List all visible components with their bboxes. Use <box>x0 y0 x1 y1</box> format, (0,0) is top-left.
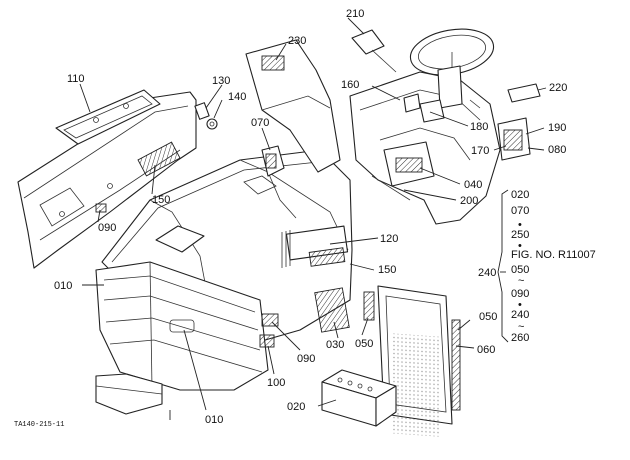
callout-020: 020 <box>287 401 305 413</box>
callout-060: 060 <box>477 344 495 356</box>
reference-item: FIG. NO. R11007 <box>511 249 596 261</box>
callout-150-side: 150 <box>152 194 170 206</box>
callout-080: 080 <box>548 144 566 156</box>
callout-100: 100 <box>267 377 285 389</box>
callout-labels: 110 130 140 150 090 070 230 210 160 220 … <box>54 8 567 426</box>
callout-090-side: 090 <box>98 222 116 234</box>
reference-item: 250 <box>511 229 529 241</box>
callout-070: 070 <box>251 117 269 129</box>
reference-bracket <box>497 189 509 343</box>
rear-cover <box>245 39 341 173</box>
callout-180: 180 <box>470 121 488 133</box>
reference-item: 240 <box>511 309 529 321</box>
bracket-180 <box>419 99 445 123</box>
leader-lines <box>79 17 547 420</box>
callout-010-bottom: 010 <box>205 414 223 426</box>
callout-110: 110 <box>67 73 85 85</box>
panel-gasket <box>55 89 161 145</box>
callout-220: 220 <box>549 82 567 94</box>
callout-090-front: 090 <box>297 353 315 365</box>
small-plate-050 <box>363 291 375 321</box>
throttle-knob <box>351 29 397 73</box>
callout-130: 130 <box>212 75 230 87</box>
reference-item: 050 <box>511 264 529 276</box>
reference-item: 090 <box>511 288 529 300</box>
reference-item: 070 <box>511 205 529 217</box>
callout-190: 190 <box>548 122 566 134</box>
bracket-100 <box>259 334 275 348</box>
reference-item: • <box>518 219 522 231</box>
reference-item: 260 <box>511 332 529 344</box>
front-grille <box>95 261 269 415</box>
callout-230: 230 <box>288 35 306 47</box>
callout-010-left: 010 <box>54 280 72 292</box>
dash-housing <box>349 71 501 225</box>
side-panel-clip <box>95 203 107 213</box>
bolt-washer <box>194 102 218 130</box>
battery <box>321 369 397 427</box>
callout-150-front: 150 <box>378 264 396 276</box>
steering-wheel <box>409 28 495 109</box>
drawing-code: TA140-215-11 <box>14 421 64 429</box>
bracket-090 <box>261 313 279 327</box>
reference-item: 020 <box>511 189 529 201</box>
reference-item: • <box>518 299 522 311</box>
callout-120: 120 <box>380 233 398 245</box>
reference-item: • <box>518 240 522 252</box>
callout-040: 040 <box>464 179 482 191</box>
reference-item: ~ <box>518 275 524 287</box>
callout-050-right: 050 <box>479 311 497 323</box>
callout-210: 210 <box>346 8 364 20</box>
lever-220 <box>507 83 541 103</box>
callout-030: 030 <box>326 339 344 351</box>
callout-050-front: 050 <box>355 338 373 350</box>
callout-140: 140 <box>228 91 246 103</box>
callout-170: 170 <box>471 145 489 157</box>
side-panel-grille <box>137 141 181 177</box>
reference-item: ~ <box>518 321 524 333</box>
reference-list: 240 020 070 • 250 • FIG. NO. R11007 050 … <box>478 189 596 344</box>
connector-160 <box>403 93 421 113</box>
side-panel <box>17 91 197 269</box>
callout-160: 160 <box>341 79 359 91</box>
reference-group-number: 240 <box>478 267 496 279</box>
callout-200: 200 <box>460 195 478 207</box>
